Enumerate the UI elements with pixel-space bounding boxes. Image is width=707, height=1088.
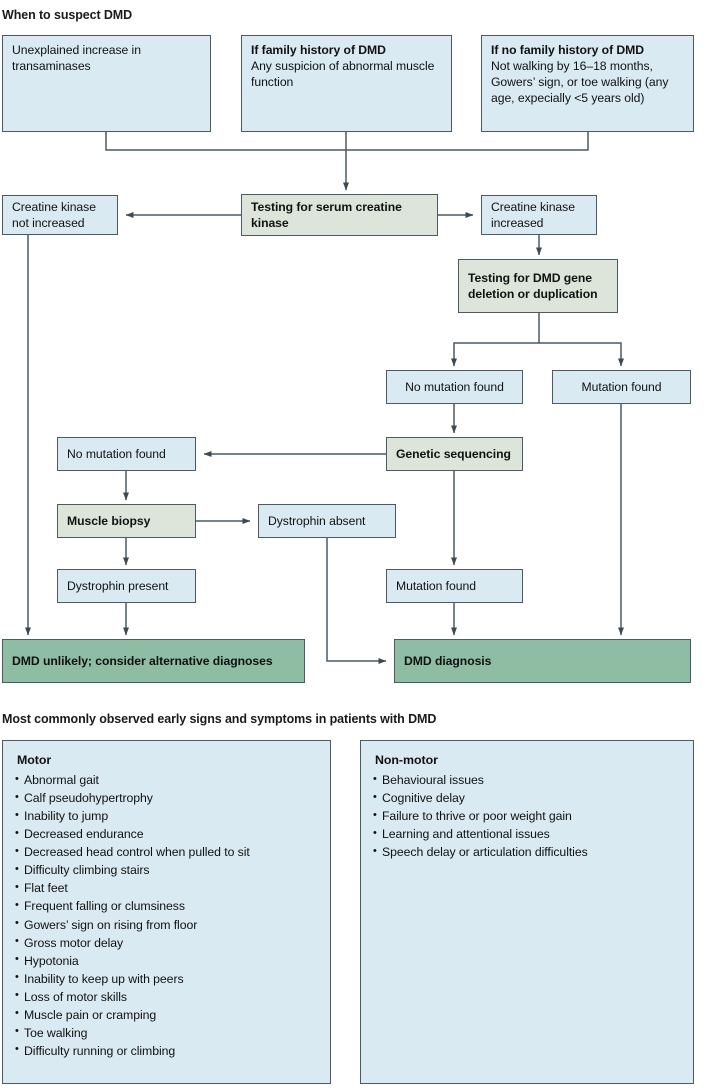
node-no-family-history: If no family history of DMD Not walking … [481,35,694,132]
node-mutation-found-2: Mutation found [386,569,523,603]
node-family-history: If family history of DMD Any suspicion o… [241,35,452,132]
node-dystrophin-present: Dystrophin present [57,569,196,603]
symptoms-title: Most commonly observed early signs and s… [2,712,437,726]
list-item: Cognitive delay [373,789,681,807]
list-item: Failure to thrive or poor weight gain [373,807,681,825]
node-ck-not-increased: Creatine kinase not increased [2,195,118,235]
node-heading: If no family history of DMD [491,43,645,57]
node-text: DMD diagnosis [404,653,492,668]
node-text: Mutation found [581,379,662,394]
node-ck-increased: Creatine kinase increased [481,195,597,235]
list-item: Decreased endurance [15,825,318,843]
flowchart-title: When to suspect DMD [2,8,133,22]
list-item: Frequent falling or clumsiness [15,897,318,915]
node-text: No mutation found [67,446,166,461]
list-item: Speech delay or articulation difficultie… [373,843,681,861]
list-item: Learning and attentional issues [373,825,681,843]
list-item: Behavioural issues [373,770,681,789]
node-no-mutation-found-2: No mutation found [57,437,196,471]
list-item: Difficulty climbing stairs [15,861,318,879]
list-item: Decreased head control when pulled to si… [15,843,318,861]
panel-motor-heading: Motor [17,753,52,767]
node-text: Dystrophin absent [268,513,366,528]
node-text: Mutation found [396,578,476,593]
node-dystrophin-absent: Dystrophin absent [258,504,396,538]
list-item: Inability to keep up with peers [15,969,318,988]
node-text: Creatine kinase not increased [12,199,96,230]
list-item: Toe walking [15,1023,318,1042]
list-item: Calf pseudohypertrophy [15,789,318,807]
node-text: Dystrophin present [67,578,169,593]
list-item: Gowers’ sign on rising from floor [15,915,318,934]
node-ck-testing: Testing for serum creatine kinase [241,194,438,236]
node-text: DMD unlikely; consider alternative diagn… [12,653,273,668]
node-heading: If family history of DMD [251,43,386,57]
panel-motor: Motor Abnormal gaitCalf pseudohypertroph… [2,740,331,1084]
list-item: Gross motor delay [15,933,318,952]
node-text: Muscle biopsy [67,513,151,528]
node-dmd-unlikely: DMD unlikely; consider alternative diagn… [2,639,305,683]
node-muscle-biopsy: Muscle biopsy [57,504,196,538]
node-text: Not walking by 16–18 months, Gowers’ sig… [491,59,669,106]
list-item: Abnormal gait [15,770,318,789]
node-no-mutation-found-1: No mutation found [386,370,523,404]
panel-non-motor-heading: Non-motor [375,753,438,767]
node-text: Unexplained increase in transaminases [12,43,141,74]
list-item: Flat feet [15,879,318,897]
list-item: Hypotonia [15,951,318,970]
node-genetic-sequencing: Genetic sequencing [386,437,523,471]
node-text: Testing for serum creatine kinase [251,199,402,230]
node-dmd-diagnosis: DMD diagnosis [394,639,691,683]
list-item: Muscle pain or cramping [15,1005,318,1024]
node-unexplained-transaminases: Unexplained increase in transaminases [2,35,211,132]
node-text: Testing for DMD gene deletion or duplica… [468,270,598,301]
panel-non-motor: Non-motor Behavioural issuesCognitive de… [360,740,694,1084]
node-text: Creatine kinase increased [491,199,575,230]
node-mutation-found-1: Mutation found [552,370,691,404]
list-item: Inability to jump [15,807,318,825]
list-item: Difficulty running or climbing [15,1041,318,1060]
node-dmd-gene-testing: Testing for DMD gene deletion or duplica… [458,259,618,313]
motor-symptom-list: Abnormal gaitCalf pseudohypertrophyInabi… [15,770,318,1060]
non-motor-symptom-list: Behavioural issuesCognitive delayFailure… [373,770,681,861]
node-text: No mutation found [405,379,504,394]
node-text: Genetic sequencing [396,446,511,461]
node-text: Any suspicion of abnormal muscle functio… [251,59,435,90]
list-item: Loss of motor skills [15,987,318,1006]
